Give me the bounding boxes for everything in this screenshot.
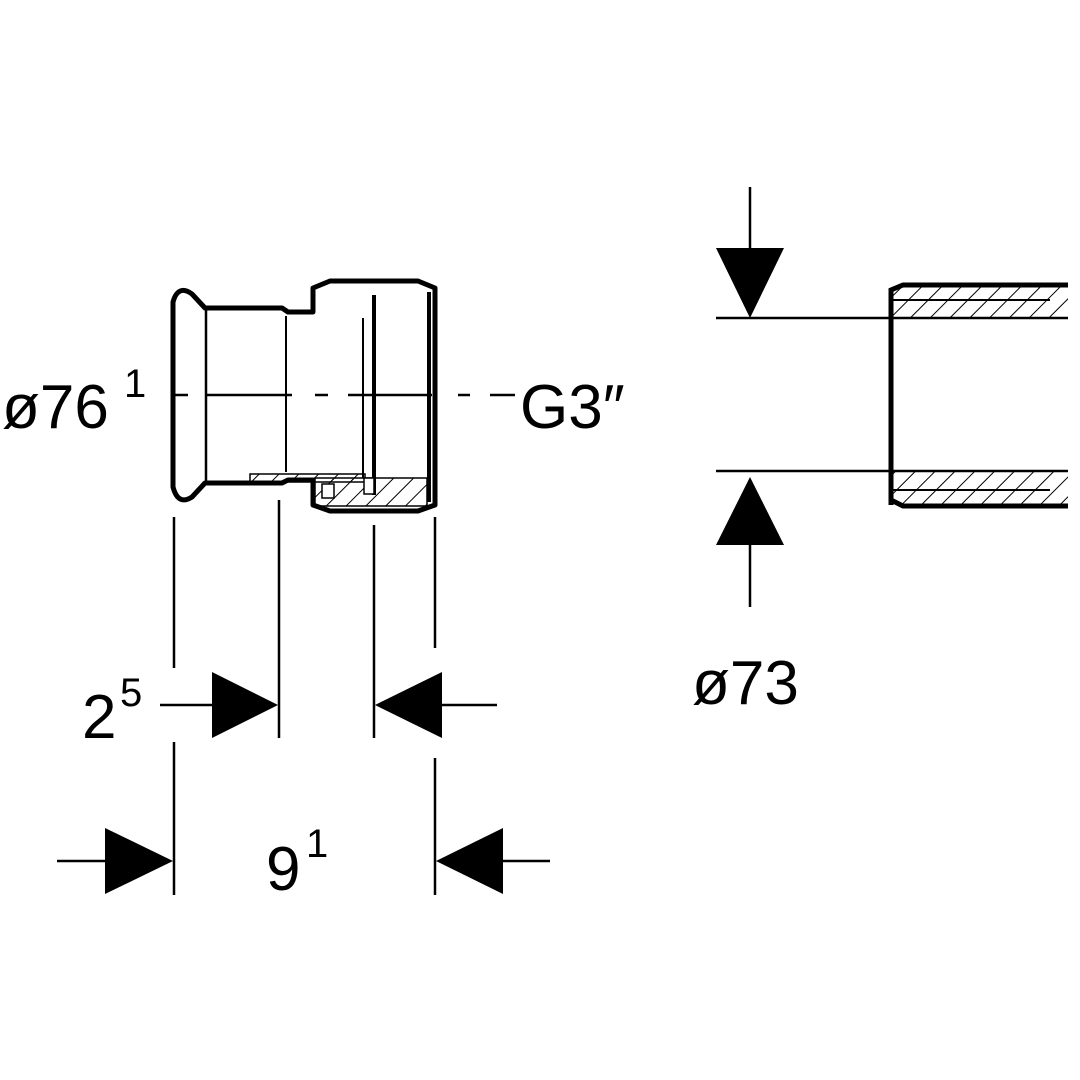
insertion-depth-label: 2 — [82, 683, 116, 752]
inlet-diameter-sup: 1 — [124, 362, 146, 406]
insertion-depth-dimension — [160, 500, 497, 738]
arrow-down-icon — [716, 248, 784, 318]
inlet-diameter-label: ø76 — [2, 373, 109, 442]
arrow-right-icon — [212, 672, 278, 738]
length-sup: 1 — [306, 822, 328, 866]
thread-label: G3″ — [520, 373, 625, 442]
press-fitting-view — [170, 278, 515, 514]
length-dimension — [57, 742, 550, 895]
pipe-diameter-label: ø73 — [692, 649, 799, 718]
insertion-depth-sup: 5 — [120, 671, 142, 715]
arrow-left-icon — [375, 672, 442, 738]
arrow-right-icon — [105, 828, 173, 894]
arrow-up-icon — [716, 477, 784, 545]
length-label: 9 — [266, 835, 300, 904]
fitting-outline — [170, 278, 438, 514]
arrow-left-icon — [436, 828, 503, 894]
pipe-section-view — [888, 282, 1068, 509]
pipe-diameter-dimension — [716, 187, 891, 607]
